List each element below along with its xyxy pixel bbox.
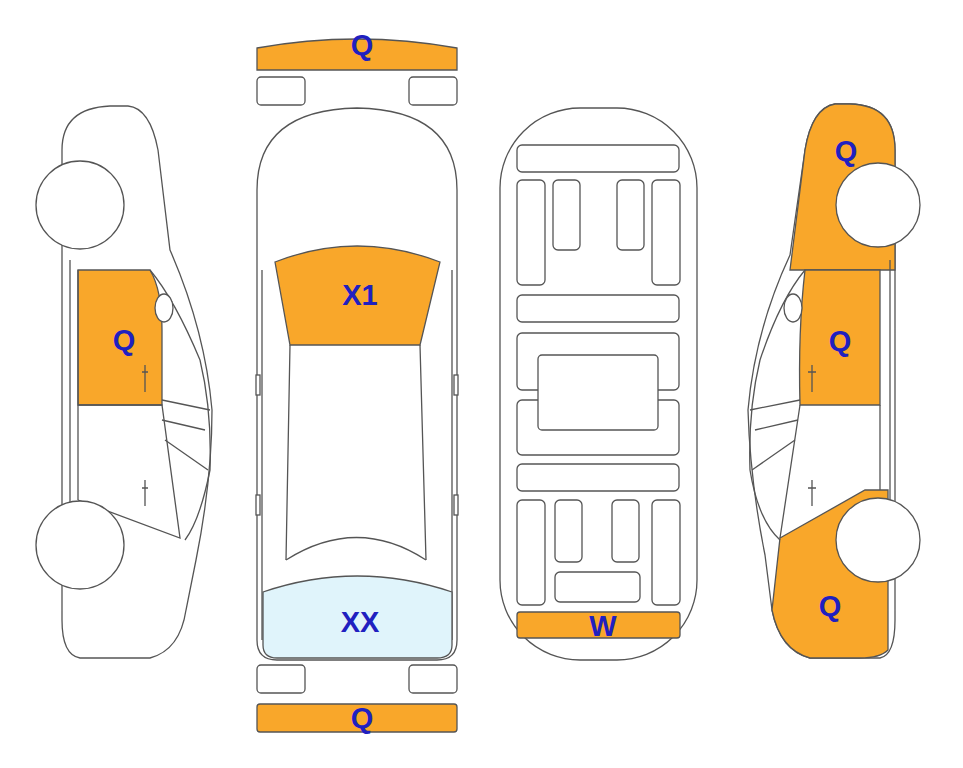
underbody-view [500,108,697,660]
damage-code: XX [341,608,380,637]
damage-code: Q [351,31,374,60]
damage-code: X1 [342,281,377,310]
damage-code: W [589,612,616,641]
top-view [256,39,458,732]
damage-code: Q [113,326,136,355]
damage-code: Q [835,137,858,166]
right-side-view [748,104,920,658]
damage-code: Q [829,327,852,356]
damage-code: Q [819,592,842,621]
left-side-view [36,106,212,658]
damage-code: Q [351,704,374,733]
